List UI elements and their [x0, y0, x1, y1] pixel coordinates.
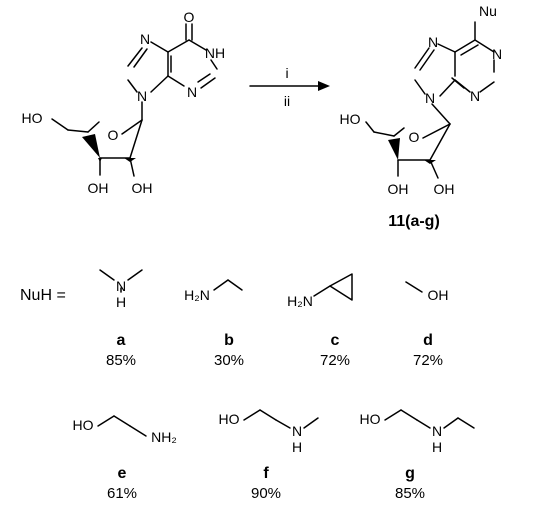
carbonyl-oxygen: O [184, 9, 195, 25]
nucleophile-f-structure [243, 409, 319, 429]
n9: N [137, 88, 147, 104]
nucleophile-g-n: N [432, 423, 442, 439]
reagent-i: i [285, 65, 288, 81]
hydroxyl-5: HO [22, 110, 43, 126]
nucleophile-a-h: H [116, 294, 126, 310]
reagent-ii: ii [284, 93, 290, 109]
product-label: 11(a-g) [388, 213, 440, 230]
nucleophile-c-structure [313, 273, 353, 301]
product-n1: N [492, 46, 502, 62]
nucleophile-c-nh2: H₂N [287, 293, 313, 309]
nucleophile-a-n: N [116, 278, 126, 294]
nucleophile-g-oh: HO [360, 411, 381, 427]
product-n7: N [428, 34, 438, 50]
nucleophile-g-structure [384, 409, 475, 429]
nucleophile-e-label: e [118, 465, 127, 482]
nucleophile-f-n: N [292, 423, 302, 439]
nucleophile-a-structure [99, 269, 143, 293]
nucleophile-f-label: f [263, 465, 269, 482]
product-n9: N [425, 90, 435, 106]
product-ring-oxygen: O [409, 129, 420, 145]
nucleophile-b-structure [213, 279, 243, 291]
nucleophile-c-label: c [331, 332, 340, 349]
product-hydroxyl-2: OH [434, 181, 455, 197]
nucleophile-b-yield: 30% [214, 352, 244, 369]
nucleophile-f-yield: 90% [251, 485, 281, 502]
ring-oxygen: O [108, 127, 119, 143]
nucleophile-g-yield: 85% [395, 485, 425, 502]
nucleophile-g-h: H [432, 439, 442, 455]
nucleophile-a-label: a [117, 332, 126, 349]
nucleophile-g-label: g [405, 465, 415, 482]
nucleophile-f-oh: HO [219, 411, 240, 427]
product-structure [365, 21, 495, 179]
hydroxyl-3: OH [88, 180, 109, 196]
nucleophile-f-h: H [292, 439, 302, 455]
nucleophile-b-label: b [224, 332, 234, 349]
product-n3: N [470, 88, 480, 104]
n7: N [140, 31, 150, 47]
nucleophile-a-yield: 85% [106, 352, 136, 369]
nucleophile-d-yield: 72% [413, 352, 443, 369]
nucleophile-b-nh2: H₂N [184, 287, 210, 303]
nucleophile-e-oh: HO [73, 417, 94, 433]
product-hydroxyl-3: OH [388, 181, 409, 197]
nuh-prefix: NuH = [20, 287, 66, 304]
nucleophile-e-yield: 61% [107, 485, 137, 502]
reaction-arrow [249, 81, 330, 91]
product-hydroxyl-5: HO [340, 111, 361, 127]
nu-substituent: Nu [479, 3, 497, 19]
nucleophile-e-structure [97, 415, 147, 437]
n3: N [187, 84, 197, 100]
n1-h: NH [205, 45, 225, 61]
nucleophile-d-oh: OH [428, 287, 449, 303]
nucleophile-c-yield: 72% [320, 352, 350, 369]
nucleophile-d-label: d [423, 332, 433, 349]
inosine-structure [51, 23, 218, 177]
hydroxyl-2: OH [132, 180, 153, 196]
nucleophile-e-nh2: NH₂ [151, 429, 177, 445]
nucleophile-d-structure [405, 281, 423, 293]
